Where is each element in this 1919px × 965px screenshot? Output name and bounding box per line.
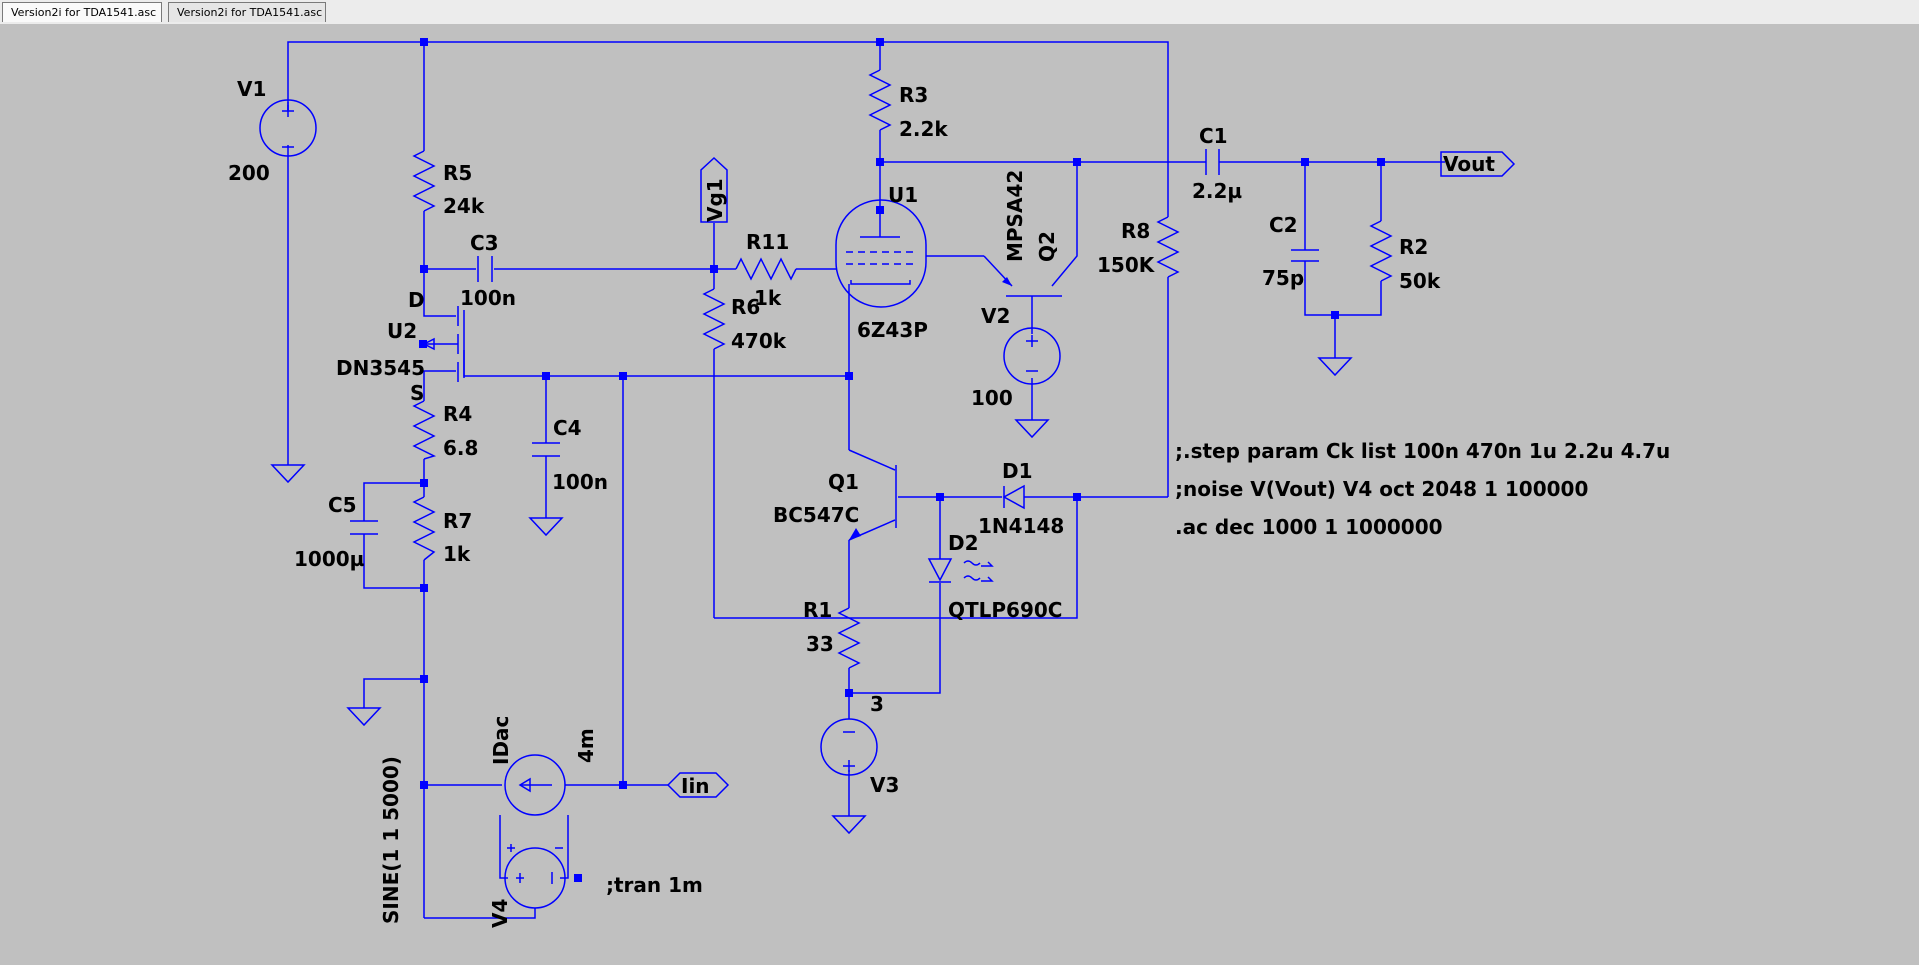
v3-source[interactable]: 3 V3	[820, 692, 899, 797]
r4-resistor[interactable]: R4 6.8	[412, 400, 478, 460]
q2-value: MPSA42	[1003, 170, 1027, 262]
vout-text: Vout	[1443, 152, 1495, 176]
tab-schematic-2[interactable]: Version2i for TDA1541.asc	[168, 2, 326, 22]
c2-label: C2	[1269, 213, 1298, 237]
v3-label: V3	[870, 773, 899, 797]
c3-capacitor[interactable]: C3 100n	[460, 231, 516, 310]
idac-label: IDac	[489, 716, 513, 765]
u1-vacuum-tube[interactable]: U1 6Z43P	[835, 183, 928, 342]
r3-value: 2.2k	[899, 117, 948, 141]
v4-label: V4	[488, 899, 512, 928]
r11-value: 1k	[754, 286, 782, 310]
c4-capacitor[interactable]: C4 100n	[532, 416, 608, 494]
r8-label: R8	[1121, 219, 1150, 243]
c5-capacitor[interactable]: C5 1000µ	[294, 493, 378, 571]
d1-diode[interactable]: D1 1N4148	[978, 459, 1064, 538]
idac-value: 4m	[574, 728, 598, 763]
c3-label: C3	[470, 231, 499, 255]
r5-value: 24k	[443, 194, 485, 218]
r5-resistor[interactable]: R5 24k	[412, 150, 485, 218]
r1-value: 33	[806, 632, 834, 656]
v1-value: 200	[228, 161, 270, 185]
vg1-text: Vg1	[703, 178, 727, 222]
r11-resistor[interactable]: R11 1k	[735, 230, 797, 310]
c5-label: C5	[328, 493, 357, 517]
u2-source-label: S	[410, 381, 424, 405]
c1-value: 2.2µ	[1192, 179, 1242, 203]
ground-symbols	[270, 357, 1353, 835]
c1-label: C1	[1199, 124, 1228, 148]
u2-value: DN3545	[336, 356, 425, 380]
tran-directive[interactable]: ;tran 1m	[606, 873, 703, 897]
q2-transistor[interactable]: MPSA42 Q2	[983, 170, 1062, 313]
r2-value: 50k	[1399, 269, 1441, 293]
d2-led[interactable]: D2 QTLP690C	[927, 531, 1062, 622]
r4-label: R4	[443, 402, 472, 426]
v2-label: V2	[981, 304, 1010, 328]
u1-label: U1	[888, 183, 918, 207]
r6-label: R6	[731, 295, 760, 319]
u2-drain-label: D	[408, 288, 425, 312]
r3-resistor[interactable]: R3 2.2k	[868, 69, 948, 141]
iin-text: Iin	[681, 774, 710, 798]
d2-label: D2	[948, 531, 979, 555]
u1-value: 6Z43P	[857, 318, 928, 342]
r1-label: R1	[803, 598, 832, 622]
u2-label: U2	[387, 319, 417, 343]
r7-label: R7	[443, 509, 472, 533]
schematic-svg: V1 200 R5 24k C3 100n D U2 DN3545 S R4 6…	[228, 38, 1670, 928]
v1-label: V1	[237, 77, 266, 101]
tab-bar: Version2i for TDA1541.asc Version2i for …	[0, 0, 1919, 25]
step-directive[interactable]: ;.step param Ck list 100n 470n 1u 2.2u 4…	[1175, 439, 1670, 463]
c4-label: C4	[553, 416, 582, 440]
r7-resistor[interactable]: R7 1k	[412, 496, 472, 566]
v1-source[interactable]: V1 200	[228, 77, 317, 185]
vg1-net-label[interactable]: Vg1	[700, 156, 728, 223]
r11-label: R11	[746, 230, 789, 254]
r6-resistor[interactable]: R6 470k	[702, 288, 787, 353]
tab-schematic-1[interactable]: Version2i for TDA1541.asc	[2, 2, 162, 22]
r1-resistor[interactable]: R1 33	[803, 598, 861, 669]
schematic-canvas[interactable]: V1 200 R5 24k C3 100n D U2 DN3545 S R4 6…	[0, 24, 1919, 961]
c2-capacitor[interactable]: C2 75p	[1262, 213, 1319, 290]
r3-label: R3	[899, 83, 928, 107]
r4-value: 6.8	[443, 436, 478, 460]
r2-label: R2	[1399, 235, 1428, 259]
iin-net-label[interactable]: Iin	[666, 772, 730, 798]
q1-label: Q1	[828, 470, 859, 494]
q2-label: Q2	[1035, 231, 1059, 262]
v3-value: 3	[870, 692, 884, 716]
spice-directives: ;.step param Ck list 100n 470n 1u 2.2u 4…	[606, 439, 1670, 897]
c2-value: 75p	[1262, 266, 1304, 290]
c5-value: 1000µ	[294, 547, 365, 571]
d1-label: D1	[1002, 459, 1033, 483]
r6-value: 470k	[731, 329, 787, 353]
q1-transistor[interactable]: Q1 BC547C	[773, 465, 897, 540]
ac-directive[interactable]: .ac dec 1000 1 1000000	[1175, 515, 1443, 539]
idac-current-source[interactable]: IDac 4m	[489, 716, 598, 816]
v4-source[interactable]: V4 SINE(1 1 5000)	[379, 756, 566, 928]
r7-value: 1k	[443, 542, 471, 566]
v4-value: SINE(1 1 5000)	[379, 756, 403, 924]
r5-label: R5	[443, 161, 472, 185]
noise-directive[interactable]: ;noise V(Vout) V4 oct 2048 1 100000	[1175, 477, 1588, 501]
r8-value: 150K	[1097, 253, 1156, 277]
v2-source[interactable]: V2 100	[971, 304, 1061, 410]
q1-value: BC547C	[773, 503, 859, 527]
v2-value: 100	[971, 386, 1013, 410]
c3-value: 100n	[460, 286, 516, 310]
c4-value: 100n	[552, 470, 608, 494]
r2-resistor[interactable]: R2 50k	[1369, 220, 1441, 293]
d2-value: QTLP690C	[948, 598, 1062, 622]
vout-net-label[interactable]: Vout	[1440, 151, 1516, 177]
c1-capacitor[interactable]: C1 2.2µ	[1192, 124, 1242, 203]
r8-resistor[interactable]: R8 150K	[1097, 216, 1180, 278]
d1-value: 1N4148	[978, 514, 1064, 538]
u2-mosfet[interactable]: D U2 DN3545 S	[336, 288, 465, 405]
